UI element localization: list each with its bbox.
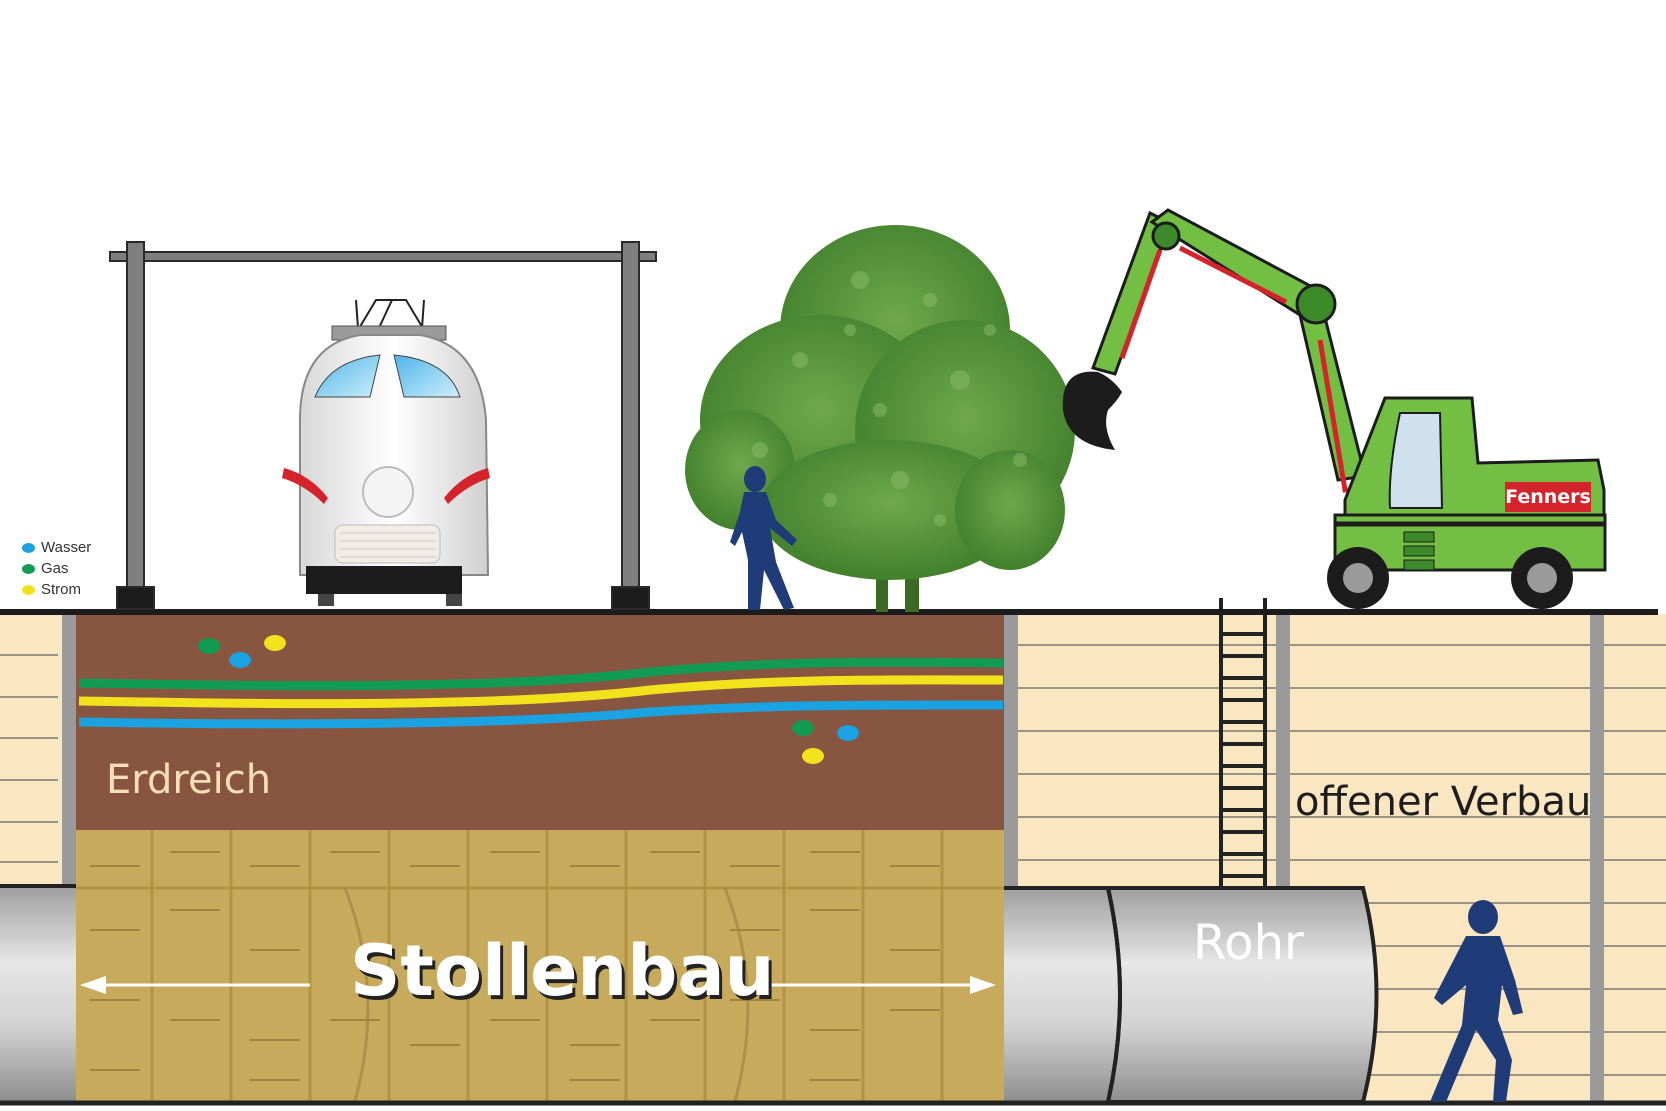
gas-pipe-crosssection — [792, 720, 814, 736]
water-line — [78, 700, 1004, 729]
tree — [685, 225, 1075, 612]
legend-swatch-wasser — [22, 542, 35, 553]
train-headlight — [362, 466, 414, 518]
soldier-pile-2 — [1590, 614, 1604, 1104]
train-grille — [334, 524, 441, 564]
tunnel-timber-grid — [76, 830, 1004, 1101]
legend-label-wasser: Wasser — [41, 539, 92, 556]
water-pipe-crosssection — [837, 725, 859, 741]
pipe-left-segment — [0, 886, 76, 1102]
sheet-pile-left — [62, 614, 76, 886]
label-rohr: Rohr — [1193, 915, 1304, 971]
water-pipe-crosssection — [229, 652, 251, 668]
train-stripe-left — [282, 468, 328, 504]
person-walking-surface — [730, 466, 797, 610]
excavator-bucket — [1062, 371, 1122, 450]
ground-left-lines — [0, 654, 58, 863]
legend-item-wasser: Wasser — [22, 537, 91, 558]
train-stripe-right — [444, 468, 490, 504]
label-erdreich: Erdreich — [106, 757, 272, 803]
legend: Wasser Gas Strom — [22, 537, 91, 600]
train — [282, 299, 490, 606]
legend-item-strom: Strom — [22, 579, 91, 600]
power-cable-crosssection — [264, 635, 286, 651]
train-window-right — [393, 354, 461, 398]
excavator-cab-window — [1388, 412, 1444, 509]
ladder — [1219, 598, 1267, 888]
excavator-brand-label: Fenners — [1505, 482, 1591, 512]
person-walking-trench — [1430, 900, 1523, 1102]
legend-item-gas: Gas — [22, 558, 91, 579]
power-cable-crosssection — [802, 748, 824, 764]
tunnel-timber-marks — [90, 851, 940, 1081]
power-line — [78, 675, 1004, 709]
tunnel-pipe-ghost-outlines — [343, 887, 750, 1102]
label-offener-verbau: offener Verbau — [1295, 779, 1592, 825]
legend-swatch-strom — [22, 584, 35, 595]
gas-pipe-crosssection — [198, 638, 220, 654]
legend-label-strom: Strom — [41, 581, 82, 598]
tunnel-direction-arrows — [80, 976, 996, 994]
legend-swatch-gas — [22, 563, 35, 574]
gas-line — [78, 657, 1004, 691]
ground-left-strip — [0, 614, 62, 886]
excavator — [1062, 208, 1607, 609]
legend-label-gas: Gas — [41, 560, 69, 577]
sheet-pile-center — [1004, 614, 1018, 886]
train-window-left — [314, 354, 381, 398]
pipe-joint-edge — [1106, 887, 1122, 1103]
catenary-mast — [109, 241, 657, 610]
pipe-joint-segment — [1004, 888, 1124, 1102]
label-stollenbau: Stollenbau — [350, 930, 775, 1012]
soldier-pile-1 — [1276, 614, 1290, 886]
